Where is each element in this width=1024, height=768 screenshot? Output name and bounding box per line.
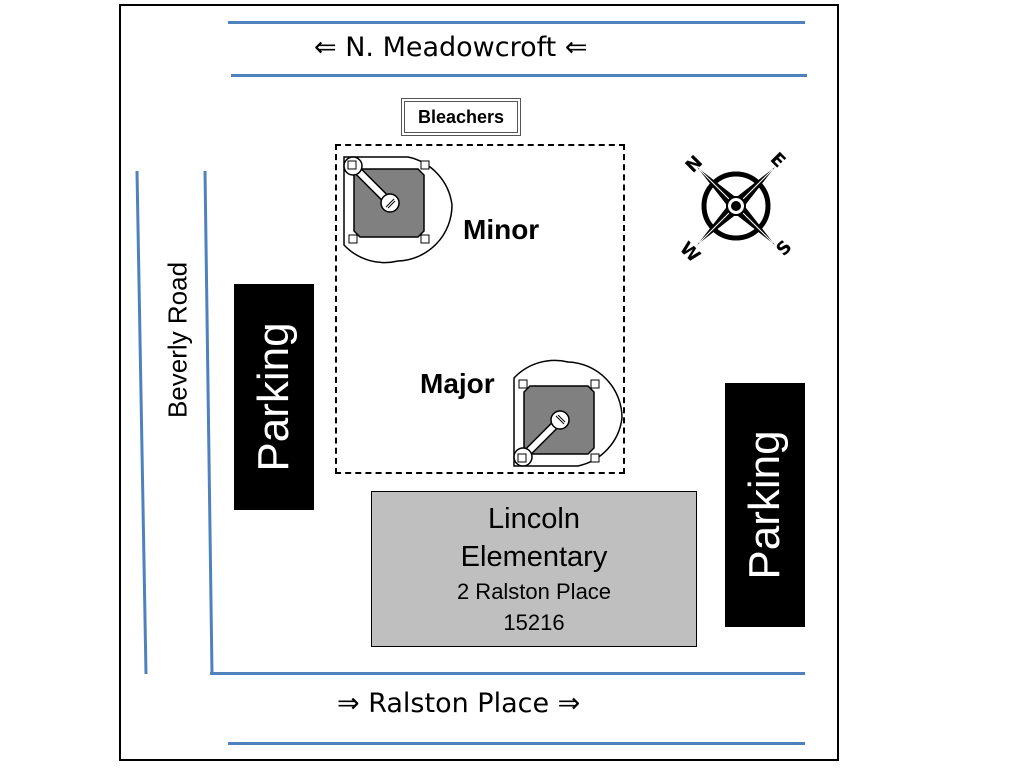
school-name-line2: Elementary (460, 541, 608, 573)
south-road-line-top (210, 672, 805, 675)
parking-west-label: Parking (249, 322, 298, 472)
parking-east-label: Parking (740, 430, 789, 580)
school-zip: 15216 (503, 610, 565, 635)
field-label-minor: Minor (463, 214, 540, 245)
bleachers-label: Bleachers (417, 106, 505, 127)
north-road-line-bottom (231, 74, 807, 77)
parking-lot-west: Parking (234, 284, 314, 510)
bleachers-box: Bleachers (401, 98, 521, 136)
compass-e: E (766, 149, 790, 173)
map-frame (119, 4, 839, 761)
south-road-line-bottom (228, 742, 805, 745)
major-field-icon (513, 359, 623, 467)
school-name-line1: Lincoln (488, 503, 580, 535)
parking-lot-east: Parking (725, 383, 805, 627)
school-building: Lincoln Elementary 2 Ralston Place 15216 (371, 491, 697, 647)
field-label-major: Major (420, 368, 495, 399)
street-label-north: ⇐ N. Meadowcroft ⇐ (314, 32, 588, 63)
compass-rose-icon: N E S W (675, 149, 796, 267)
street-label-south: ⇒ Ralston Place ⇒ (337, 688, 581, 719)
school-address: 2 Ralston Place (456, 579, 612, 604)
north-road-line-top (228, 21, 805, 24)
west-road-line-outer (135, 170, 148, 675)
street-label-west: Beverly Road (162, 261, 193, 419)
fields-area (335, 144, 625, 474)
minor-field-icon (343, 156, 453, 264)
west-road-line-inner (203, 170, 214, 675)
compass-s: S (772, 236, 796, 260)
